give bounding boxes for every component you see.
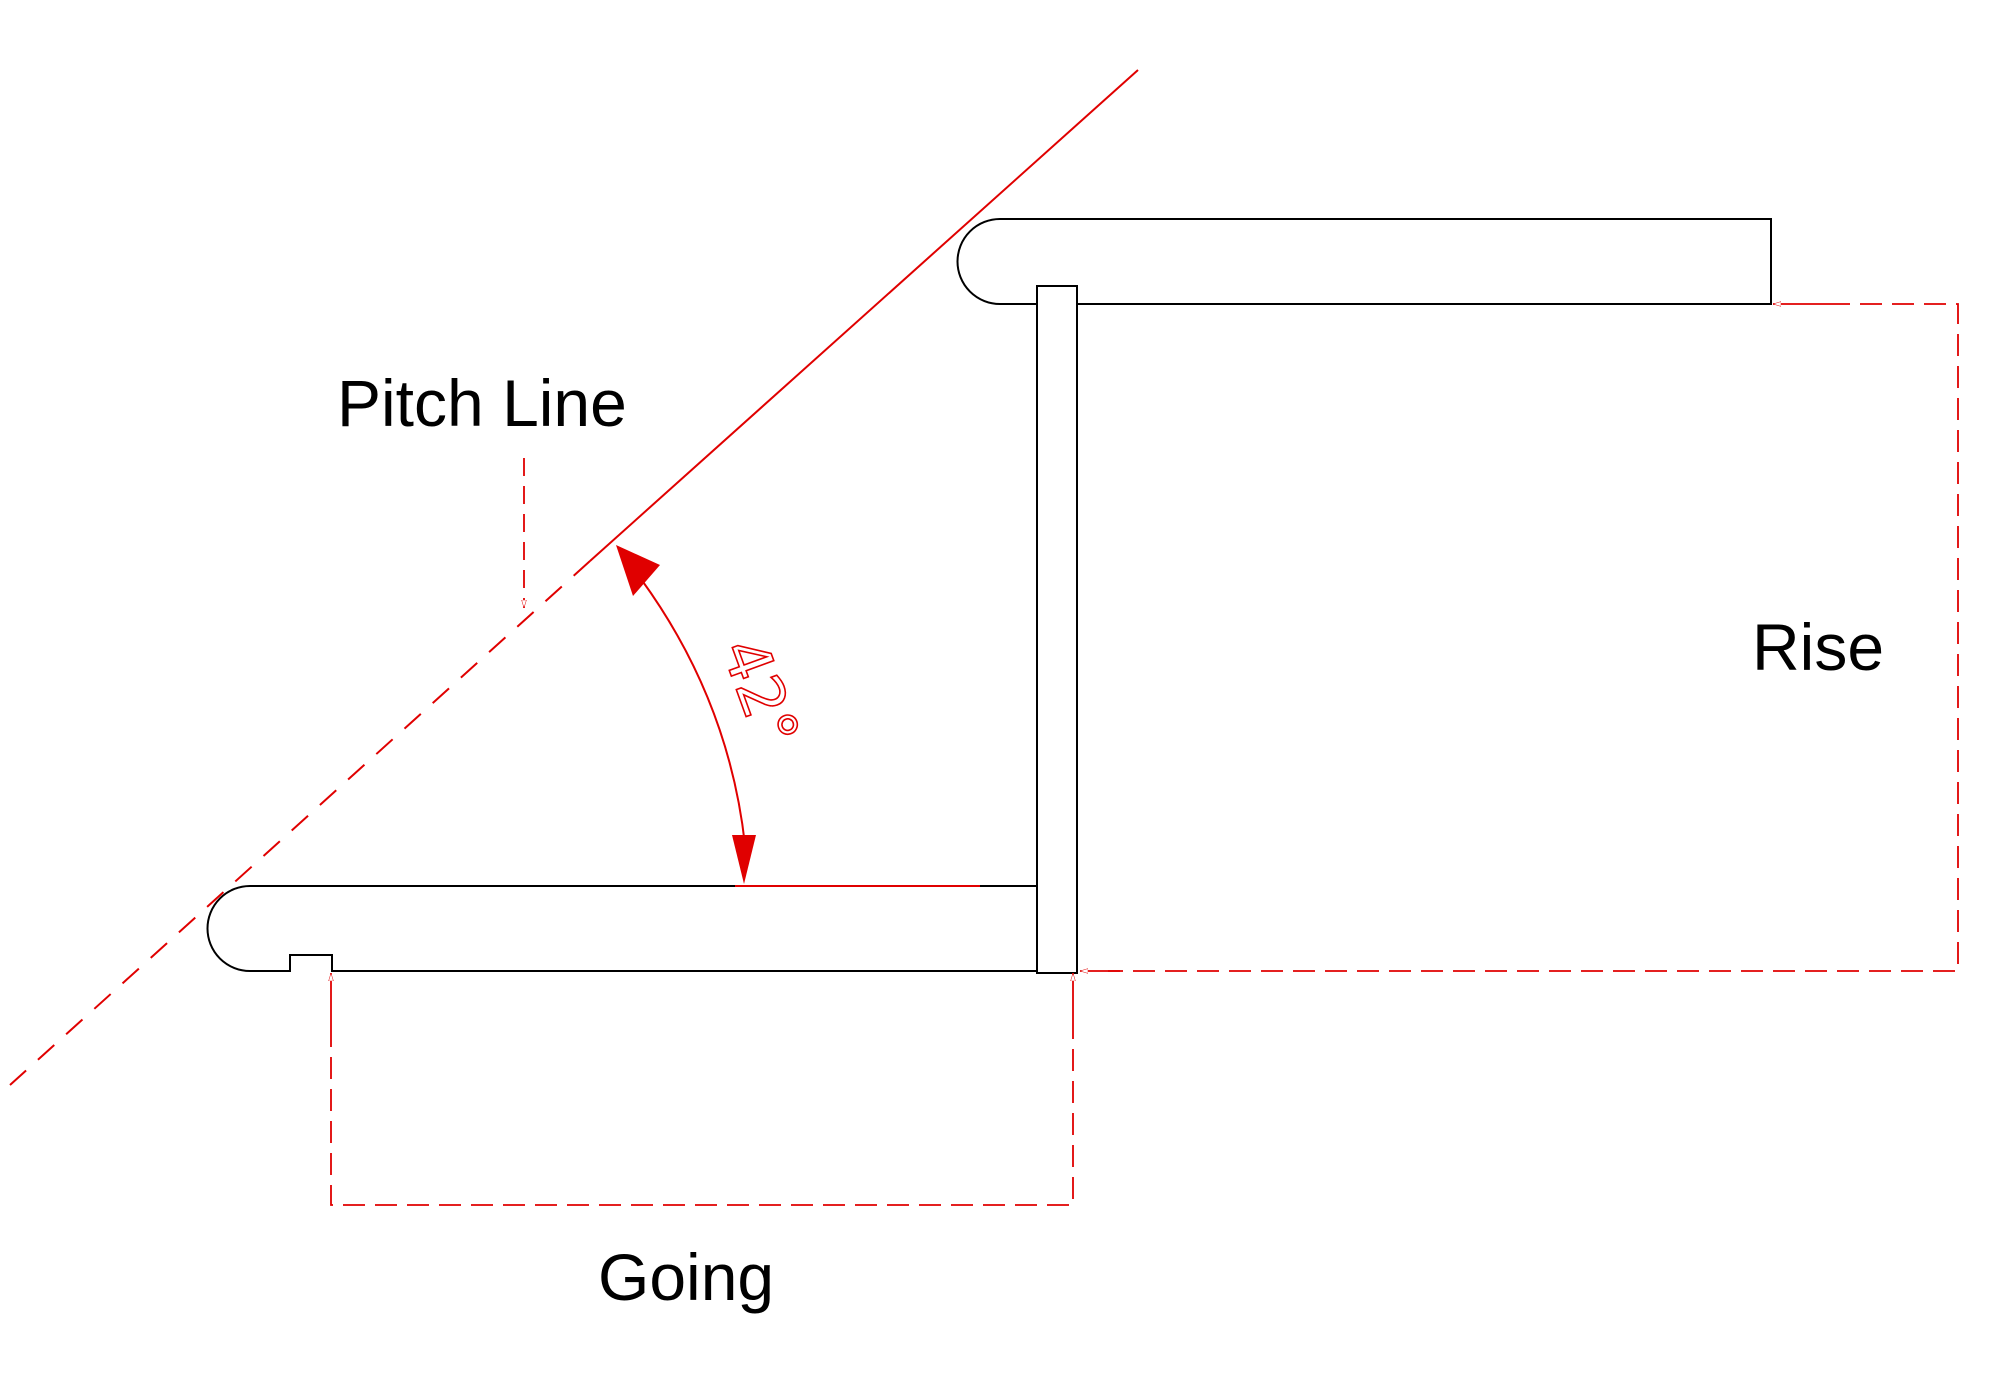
angle-arc xyxy=(640,578,746,846)
angle-arrow-down xyxy=(732,835,756,884)
angle-arrow-up xyxy=(616,545,660,596)
going-label: Going xyxy=(598,1240,774,1314)
going-dimension-line xyxy=(330,1025,1074,1206)
rise-dimension-line xyxy=(1108,303,1959,972)
rise-label: Rise xyxy=(1752,610,1884,684)
upper-tread xyxy=(956,218,1772,305)
pitch-line-dashed xyxy=(9,560,591,1086)
pitch-line-solid xyxy=(589,69,1139,562)
lower-tread xyxy=(206,885,1037,972)
riser xyxy=(1036,285,1078,974)
pitch-line-label: Pitch Line xyxy=(337,366,627,440)
